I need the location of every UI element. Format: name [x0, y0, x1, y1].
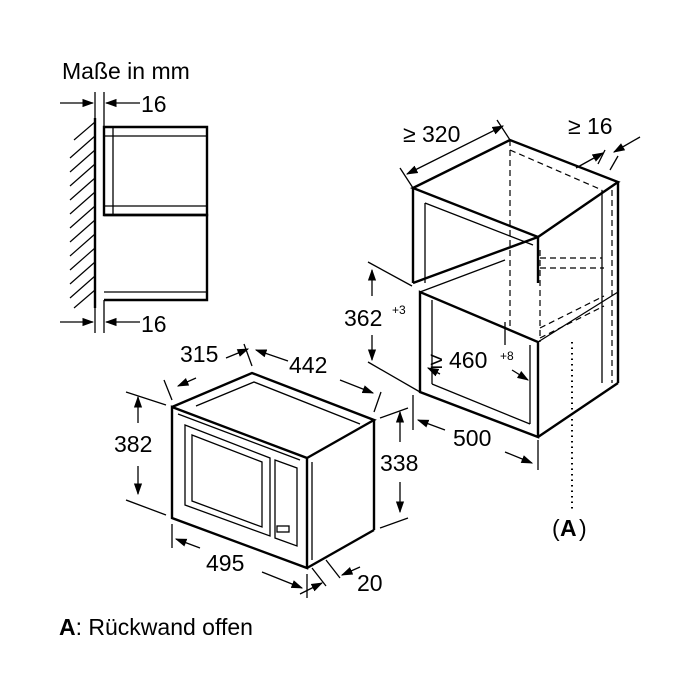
callout-open-paren: (	[552, 515, 560, 541]
cabinet-width-label: ≥ 320	[403, 121, 460, 147]
microwave	[170, 371, 377, 570]
niche-depth-tolerance: +8	[500, 349, 514, 363]
side-bottom-label: 16	[141, 311, 167, 337]
side-section: 16 16	[60, 91, 209, 337]
cabinet-dimensions: ≥ 320 ≥ 16 362 +3 ≥ 460 +8 500	[344, 113, 641, 470]
cabinet-depth-label: 500	[453, 425, 491, 451]
mw-front-label: 20	[357, 570, 383, 596]
mw-height-body-label: 338	[380, 450, 418, 476]
cabinet-gap-label: ≥ 16	[568, 113, 613, 139]
mw-width-top-label: 442	[289, 352, 327, 378]
wall-hatching	[69, 121, 96, 309]
lower-cabinet	[104, 213, 209, 302]
upper-cabinet	[102, 125, 209, 217]
niche-height-label: 362	[344, 305, 382, 331]
niche-height-tolerance: +3	[392, 303, 406, 317]
side-top-label: 16	[141, 91, 167, 117]
legend-text: : Rückwand offen	[76, 614, 253, 640]
legend: A: Rückwand offen	[59, 614, 253, 640]
units-title: Maße in mm	[62, 58, 190, 84]
niche-depth-label: ≥ 460	[430, 347, 487, 373]
mw-height-label: 382	[114, 431, 152, 457]
callout-letter: A	[560, 515, 577, 541]
mw-depth-label: 315	[180, 341, 218, 367]
legend-key: A	[59, 614, 76, 640]
microwave-dimensions: 315 442 382 338 495 20	[114, 341, 418, 598]
mw-width-label: 495	[206, 550, 244, 576]
cabinet-niche	[410, 138, 621, 510]
callout-close-paren: )	[579, 515, 587, 541]
